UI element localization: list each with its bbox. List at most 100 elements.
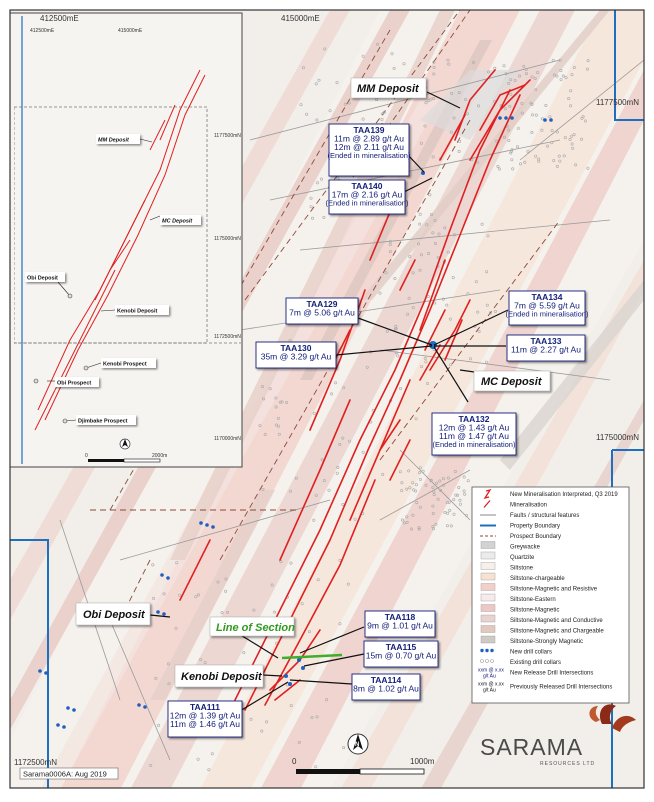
- new-drill-collars: [38, 116, 553, 729]
- legend-swatch: [480, 625, 496, 633]
- legend-symbol: [490, 659, 494, 663]
- svg-text:MM Deposit: MM Deposit: [98, 138, 130, 144]
- legend-label: Previously Released Drill Intersections: [510, 685, 612, 691]
- coord-northing-1177500: 1177500mN: [596, 98, 639, 107]
- drill-hole-note: (Ended in mineralisation): [506, 310, 589, 319]
- legend-symbol: [483, 488, 492, 500]
- legend-label: Property Boundary: [510, 524, 560, 530]
- svg-text:Obi Prospect: Obi Prospect: [57, 381, 91, 387]
- scale-bar: 0 1000m: [292, 757, 435, 775]
- legend-swatch: [480, 593, 496, 602]
- legend: New Mineralisation Interpreted, Q3 2019M…: [471, 486, 630, 704]
- kenobi-deposit-label: Kenobi Deposit: [174, 664, 264, 688]
- drill-hole-intersection: 7m @ 5.59 g/t Au: [514, 301, 580, 311]
- svg-text:Line of Section: Line of Section: [216, 622, 295, 634]
- svg-text:MM Deposit: MM Deposit: [357, 83, 420, 95]
- drill-hole-note: (Ended in mineralisation): [433, 440, 516, 449]
- legend-item: Mineralisation: [483, 500, 547, 509]
- inset-scale-zero: 0: [85, 453, 88, 459]
- legend-item: Siltstone-Magnetic and Chargeable: [480, 625, 604, 635]
- legend-swatch: [480, 614, 496, 623]
- drill-hole-id: TAA111: [190, 702, 220, 712]
- drill-hole-id: TAA133: [530, 336, 561, 346]
- coord-northing-1172500: 1172500mN: [14, 758, 57, 767]
- inset-scale-max: 2000m: [152, 453, 167, 459]
- inset-coords: 412500mE 415000mE 1177500mN 1175000mN 11…: [30, 28, 241, 442]
- legend-item: Faults / structural features: [480, 513, 579, 519]
- legend-label: Siltstone-Strongly Magnetic: [510, 639, 583, 645]
- legend-glyph: g/t Au: [483, 674, 496, 680]
- mm-deposit-label: MM Deposit: [350, 77, 427, 99]
- legend-item: Prospect Boundary: [480, 534, 561, 540]
- drill-hole-box: [285, 297, 359, 325]
- drill-hole-intersection: 8m @ 1.02 g/t Au: [353, 684, 419, 694]
- inset-frame: [9, 12, 243, 468]
- drill-hole-box: [351, 673, 421, 701]
- legend-item: New Mineralisation Interpreted, Q3 2019: [483, 488, 618, 500]
- inset-label-djimbake-prospect: Djimbake Prospect: [76, 415, 136, 425]
- svg-text:Djimbake Prospect: Djimbake Prospect: [78, 419, 128, 425]
- leader-lines: [149, 91, 509, 712]
- inset-label-kenobi-prospect: Kenobi Prospect: [101, 358, 156, 368]
- drill-hole-note: (Ended in mineralisation): [328, 151, 411, 160]
- legend-swatch: [480, 562, 496, 570]
- drill-hole-intersection: 11m @ 1.46 g/t Au: [170, 719, 240, 729]
- drill-hole-box: [167, 700, 243, 738]
- inset-scale-bar: 0 2000m: [85, 453, 167, 463]
- map-frame: [9, 9, 645, 789]
- legend-label: Siltstone-Magnetic: [510, 608, 559, 614]
- inset-coord-northing-2: 1175000mN: [214, 236, 241, 242]
- legend-item: Quartzite: [480, 551, 535, 561]
- obi-deposit-label: Obi Deposit: [75, 602, 151, 626]
- mc-deposit-label: MC Deposit: [473, 370, 551, 392]
- legend-label: Greywacke: [510, 545, 541, 551]
- drill-hole-id: TAA130: [280, 343, 311, 353]
- legend-swatch: [480, 635, 496, 644]
- legend-swatch: [480, 604, 496, 612]
- legend-item: Property Boundary: [480, 524, 560, 530]
- drill-hole-intersection: 12m @ 1.43 g/t Au: [439, 423, 510, 433]
- drill-hole-intersection: 9m @ 1.01 g/t Au: [367, 621, 433, 631]
- drill-hole-note: (Ended in mineralisation): [326, 199, 409, 208]
- legend-swatch: [480, 541, 496, 549]
- drill-hole-id: TAA129: [306, 299, 337, 309]
- drill-hole-intersection: 11m @ 1.47 g/t Au: [439, 431, 509, 441]
- line-of-section-label: Line of Section: [209, 616, 295, 637]
- drill-hole-id: TAA132: [458, 414, 489, 424]
- svg-text:Obi Deposit: Obi Deposit: [83, 609, 146, 621]
- drill-hole-box: [255, 341, 337, 369]
- legend-item: Siltstone-Magnetic and Resistive: [480, 583, 598, 593]
- drill-hole-box: [508, 290, 586, 326]
- legend-label: Siltstone-Magnetic and Resistive: [510, 587, 598, 593]
- inset-coord-northing-4: 1170000mN: [214, 436, 241, 442]
- drill-hole-box: [506, 334, 586, 362]
- drill-hole-box: [328, 179, 406, 215]
- drill-hole-intersection: 35m @ 3.29 g/t Au: [261, 352, 332, 362]
- legend-item: New drill collars: [480, 648, 552, 656]
- legend-label: Mineralisation: [510, 503, 547, 509]
- drill-hole-id: TAA140: [351, 181, 382, 191]
- legend-item: Siltstone-Magnetic: [480, 604, 559, 614]
- svg-text:N: N: [355, 742, 359, 748]
- inset-label-kenobi: Kenobi Deposit: [115, 305, 169, 315]
- legend-label: Existing drill collars: [510, 660, 561, 666]
- legend-label: Faults / structural features: [510, 513, 579, 519]
- legend-item: Siltstone-Eastern: [480, 593, 556, 603]
- svg-text:MC Deposit: MC Deposit: [481, 376, 543, 388]
- legend-label: Quartzite: [510, 555, 535, 561]
- legend-glyph: xxm @ x.xx: [478, 668, 504, 674]
- inset-label-mm: MM Deposit: [96, 134, 140, 144]
- sarama-logo: SARAMA RESOURCES LTD: [480, 704, 636, 767]
